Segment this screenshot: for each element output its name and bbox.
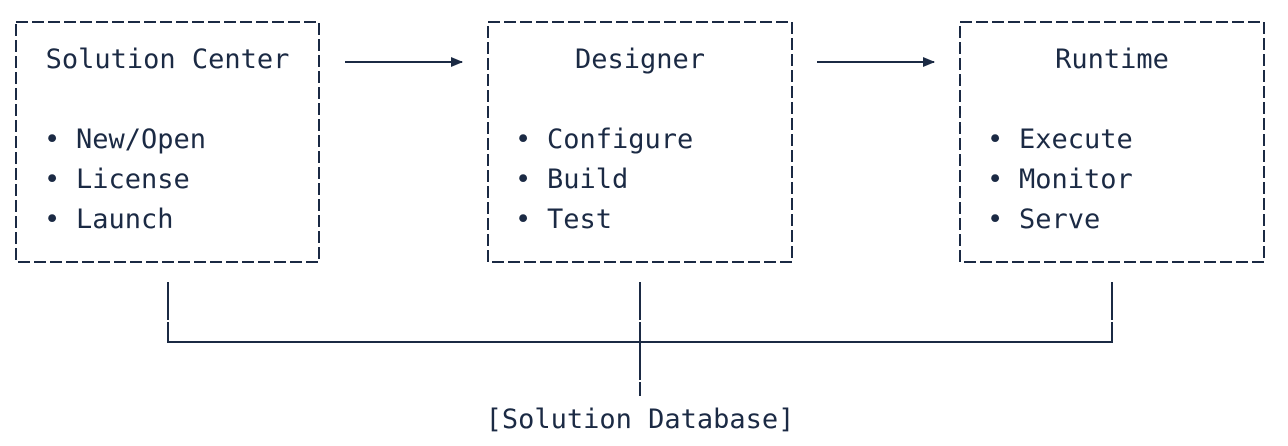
bullet-icon: • — [44, 124, 61, 155]
list-item: • Monitor — [987, 160, 1133, 200]
bullet-icon: • — [515, 124, 532, 155]
item-label: Test — [547, 204, 613, 235]
list-item: • Build — [515, 160, 693, 200]
list-item: • Configure — [515, 120, 693, 160]
item-label: Execute — [1019, 124, 1133, 155]
list-item: • Execute — [987, 120, 1133, 160]
bullet-icon: • — [987, 124, 1004, 155]
solution-database-label: [Solution Database] — [485, 404, 795, 435]
list-item: • Serve — [987, 200, 1133, 240]
box-designer-frame — [487, 21, 793, 263]
box-title-runtime: Runtime — [1055, 44, 1169, 75]
item-label: Build — [547, 164, 629, 195]
bullet-icon: • — [515, 204, 532, 235]
item-label: Serve — [1019, 204, 1101, 235]
box-items-designer: • Configure • Build • Test — [515, 120, 693, 240]
list-item: • New/Open — [44, 120, 206, 160]
box-items-solution-center: • New/Open • License • Launch — [44, 120, 206, 240]
bullet-icon: • — [44, 204, 61, 235]
box-title-designer: Designer — [574, 44, 706, 75]
item-label: License — [76, 164, 190, 195]
list-item: • Test — [515, 200, 693, 240]
item-label: New/Open — [76, 124, 207, 155]
item-label: Monitor — [1019, 164, 1133, 195]
bullet-icon: • — [987, 204, 1004, 235]
item-label: Configure — [547, 124, 694, 155]
item-label: Launch — [76, 204, 174, 235]
list-item: • License — [44, 160, 206, 200]
box-solution-center-frame — [15, 21, 320, 263]
box-items-runtime: • Execute • Monitor • Serve — [987, 120, 1133, 240]
box-runtime-frame — [959, 21, 1265, 263]
bullet-icon: • — [515, 164, 532, 195]
bullet-icon: • — [987, 164, 1004, 195]
box-title-solution-center: Solution Center — [45, 44, 290, 75]
bullet-icon: • — [44, 164, 61, 195]
list-item: • Launch — [44, 200, 206, 240]
